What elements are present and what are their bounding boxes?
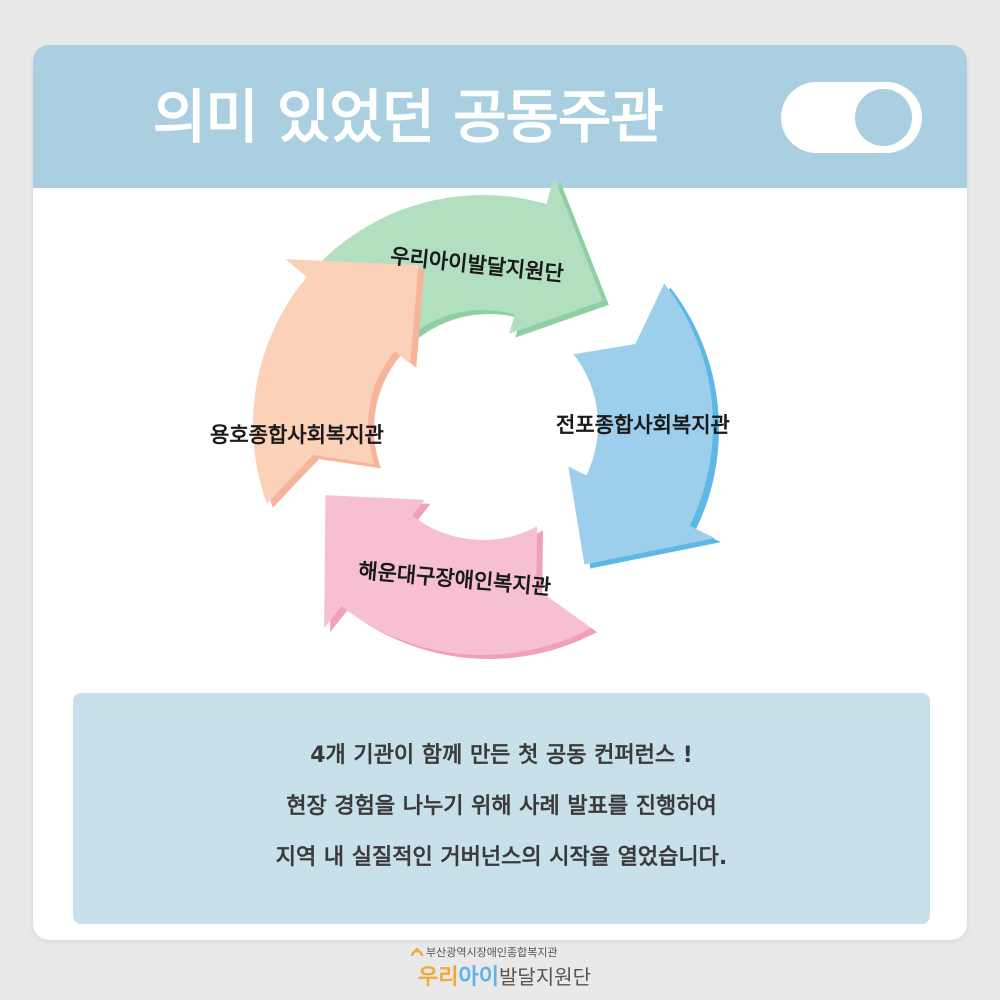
header-bar: 의미 있었던 공동주관 bbox=[33, 45, 967, 188]
page-title: 의미 있었던 공동주관 bbox=[153, 83, 664, 151]
footer-brand-part1: 우리 bbox=[418, 965, 459, 990]
arrow-segment-haeundae bbox=[324, 495, 591, 655]
footer-brand-part3: 발달지원단 bbox=[498, 965, 591, 989]
toggle-knob bbox=[855, 89, 912, 146]
arrow-segment-jeonpo bbox=[568, 283, 715, 565]
arrow-segment-yongho bbox=[252, 259, 419, 504]
message-line-1: 4개 기관이 함께 만든 첫 공동 컨퍼런스 ! bbox=[310, 743, 693, 768]
org-logo-icon bbox=[410, 948, 424, 957]
footer: 부산광역시장애인종합복지관 우리아이발달지원단 bbox=[0, 942, 1000, 1000]
cycle-label-jeonpo: 전포종합사회복지관 bbox=[556, 413, 730, 437]
cycle-label-yongho: 용호종합사회복지관 bbox=[210, 423, 384, 447]
footer-brand: 우리아이발달지원단 bbox=[418, 962, 591, 993]
toggle-switch[interactable] bbox=[781, 82, 922, 153]
content-card: 의미 있었던 공동주관 우리아이발달지원단 전포종합사회복지관 해운대구장애인복… bbox=[33, 45, 967, 940]
cycle-diagram bbox=[252, 176, 721, 659]
message-box: 4개 기관이 함께 만든 첫 공동 컨퍼런스 ! 현장 경험을 나누기 위해 사… bbox=[73, 693, 930, 924]
message-line-3: 지역 내 실질적인 거버넌스의 시작을 열었습니다. bbox=[275, 845, 728, 870]
footer-brand-part2: 아이 bbox=[458, 965, 499, 990]
message-line-2: 현장 경험을 나누기 위해 사례 발표를 진행하여 bbox=[286, 794, 717, 819]
footer-org-name: 부산광역시장애인종합복지관 bbox=[426, 946, 558, 959]
